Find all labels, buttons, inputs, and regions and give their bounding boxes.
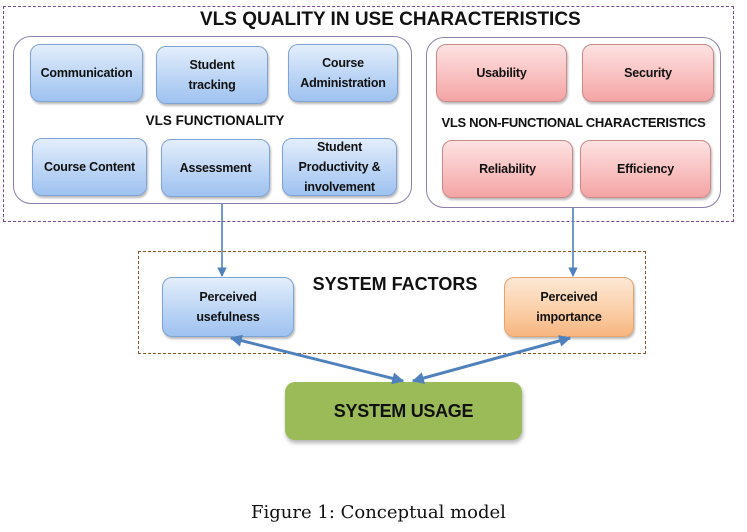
system-factors-title: SYSTEM FACTORS <box>312 274 478 294</box>
functionality-communication: Communication <box>30 44 143 102</box>
functionality-student-tracking: Student tracking <box>156 46 268 104</box>
functionality-course-administration: Course Administration <box>288 44 398 102</box>
arrow-importance-usage <box>411 335 572 384</box>
non-functional-usability: Usability <box>436 44 567 102</box>
quality-in-use-container <box>3 6 734 222</box>
arrow-usefulness-usage <box>229 334 405 385</box>
figure-caption: Figure 1: Conceptual model <box>251 502 506 523</box>
perceived-usefulness: Perceived usefulness <box>162 277 294 337</box>
non-functional-reliability: Reliability <box>442 140 573 198</box>
system-usage: SYSTEM USAGE <box>285 382 522 440</box>
functionality-course-content: Course Content <box>32 138 147 196</box>
non-functional-label: VLS NON-FUNCTIONAL CHARACTERISTICS <box>441 115 706 130</box>
non-functional-efficiency: Efficiency <box>580 140 711 198</box>
non-functional-security: Security <box>582 44 714 102</box>
functionality-assessment: Assessment <box>161 139 270 197</box>
functionality-student-productivity: Student Productivity & involvement <box>282 138 397 196</box>
functionality-label: VLS FUNCTIONALITY <box>145 113 285 128</box>
quality-in-use-title: VLS QUALITY IN USE CHARACTERISTICS <box>200 9 581 30</box>
perceived-importance: Perceived importance <box>504 277 634 337</box>
